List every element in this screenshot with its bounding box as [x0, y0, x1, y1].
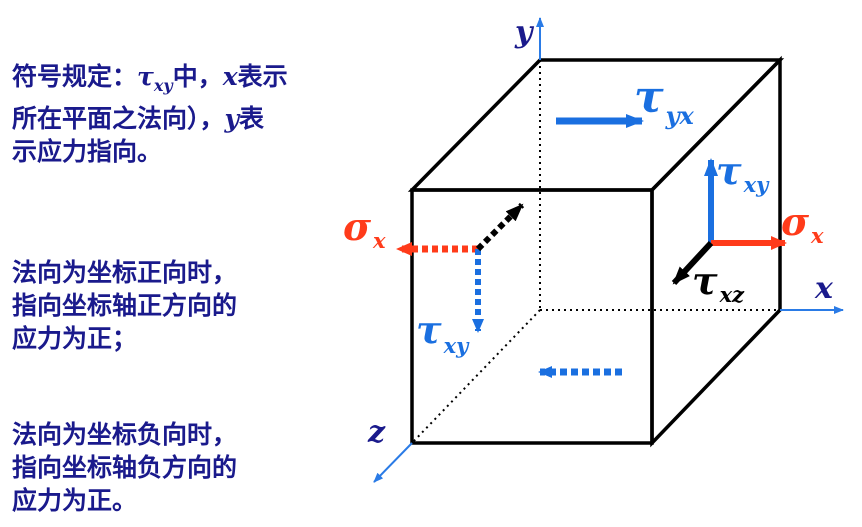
sigma-x-label-right: σx [781, 199, 824, 248]
rule-line3: 示应力指向。 [12, 137, 163, 166]
tau-xz-label: τxz [692, 258, 745, 307]
z-axis-label: z [367, 415, 386, 450]
tau-xy-label-right: τxy [716, 148, 770, 197]
z-axis [373, 442, 413, 483]
x-axis-label: x [814, 271, 834, 306]
rule-line1: 符号规定：τxy中，x表示 [12, 62, 288, 95]
hidden-edge-depth [411, 309, 541, 444]
tau-xz-arrow-negative [475, 202, 525, 252]
positive-face-rule: 法向为坐标正向时， 指向坐标轴正方向的 应力为正； [12, 258, 238, 353]
negative-face-rule: 法向为坐标负向时， 指向坐标轴负方向的 应力为正。 [12, 420, 238, 515]
tau-xy-label-left: τxy [416, 307, 470, 358]
rule-line2: 所在平面之法向），y表 [12, 104, 265, 133]
tau-xz-arrow-positive [671, 240, 714, 286]
sign-convention-text: 符号规定：τxy中，x表示 所在平面之法向），y表 示应力指向。 [12, 60, 288, 168]
sigma-x-label-left: σx [343, 204, 386, 253]
y-axis-label: y [514, 15, 535, 50]
tau-yx-label: τyx [634, 72, 695, 130]
